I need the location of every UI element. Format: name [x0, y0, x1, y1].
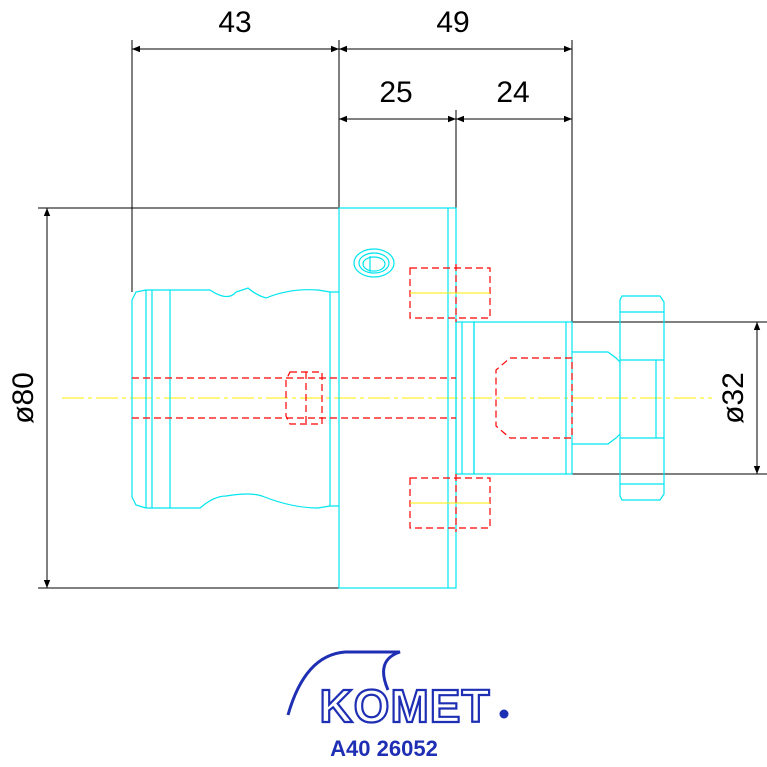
dim-text-43: 43 [218, 6, 251, 39]
registered-icon [499, 709, 509, 719]
dimensions [38, 40, 767, 589]
dim-text-dia80: ø80 [7, 372, 40, 424]
dim-text-49: 49 [436, 6, 469, 39]
komet-logo: KOMET A40 26052 [286, 650, 509, 761]
screw-bottom [409, 477, 491, 529]
pilot-chamfer-bottom [572, 433, 621, 445]
shank-bottom-edge [146, 493, 339, 509]
logo-brand: KOMET [319, 680, 490, 732]
part-outline [131, 207, 665, 589]
screw-top [409, 267, 491, 319]
nipple-inner [362, 256, 386, 272]
logo-arc [286, 650, 401, 716]
bore-step [285, 371, 323, 425]
pilot-chamfer-top [572, 351, 621, 363]
part-number: A40 26052 [330, 736, 438, 761]
dim-text-25: 25 [379, 76, 412, 109]
end-nut [619, 295, 665, 501]
pilot-bore [495, 357, 573, 439]
shank-top-edge [146, 287, 339, 299]
nipple-outer [353, 248, 395, 278]
dim-text-dia32: ø32 [717, 372, 750, 424]
shank-left-profile [131, 289, 147, 509]
nipple-mid [358, 252, 390, 274]
dim-text-24: 24 [496, 76, 529, 109]
